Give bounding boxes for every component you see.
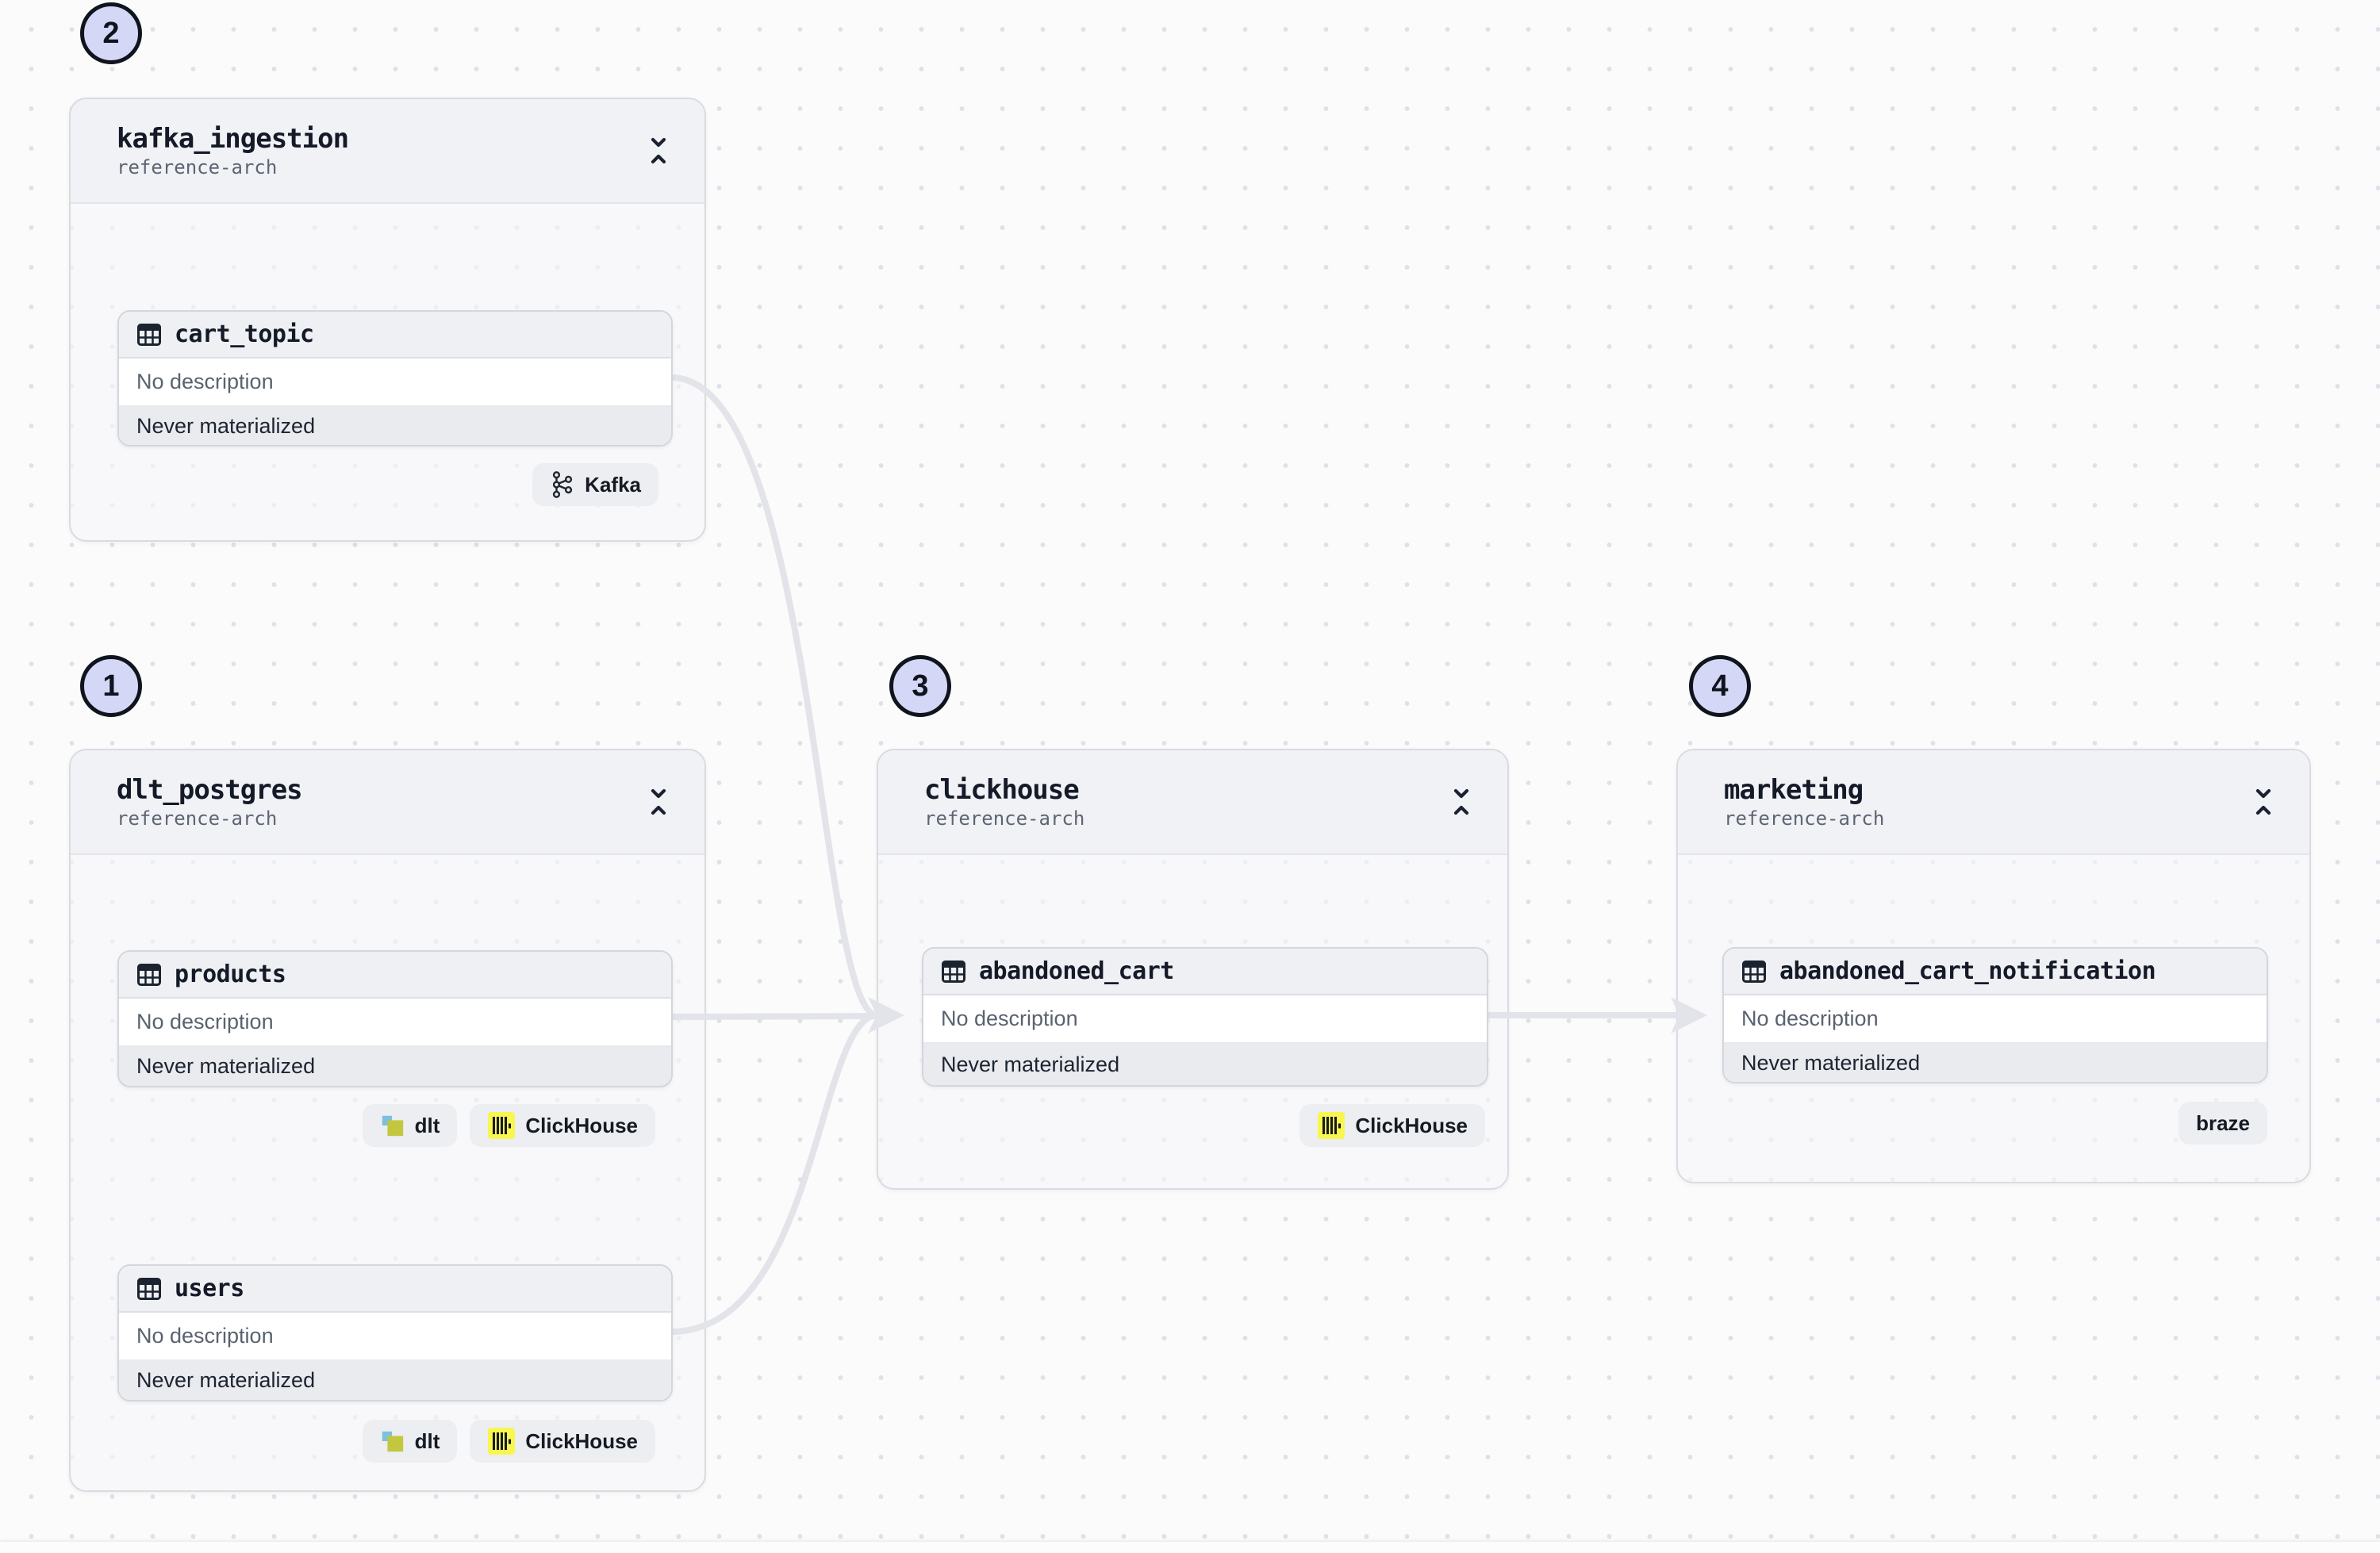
collapse-vertical-icon [2255,788,2271,815]
clickhouse-logo-icon [488,1112,516,1139]
asset-description: No description [119,999,671,1047]
asset-name: products [175,961,286,988]
group-title: kafka_ingestion [117,122,349,155]
kind-tag-label: braze [2196,1110,2250,1135]
group-header: dlt_postgres reference-arch [71,750,704,855]
kind-tag-label: ClickHouse [525,1428,638,1453]
group-dlt-postgres: dlt_postgres reference-arch products [69,749,706,1492]
asset-name: cart_topic [175,320,314,348]
dlt-logo-icon [382,1115,403,1137]
step-number: 4 [1711,669,1729,703]
step-badge-2: 2 [80,2,142,64]
group-subtitle: reference-arch [1724,807,1885,830]
kind-tag-dlt: dlt [362,1420,458,1463]
clickhouse-logo-icon [1318,1112,1345,1139]
asset-description: No description [1724,995,2267,1044]
kind-tag-label: ClickHouse [1355,1113,1468,1137]
collapse-group-button[interactable] [1447,783,1476,821]
group-header: kafka_ingestion reference-arch [71,99,704,204]
kind-tag-kafka: Kafka [532,463,658,506]
table-icon [942,960,965,983]
asset-description: No description [119,359,671,407]
collapse-group-button[interactable] [644,132,673,170]
asset-description: No description [119,1313,671,1361]
asset-card-abandoned-cart[interactable]: abandoned_cart No description Never mate… [922,947,1488,1087]
kind-tag-clickhouse: ClickHouse [470,1420,655,1463]
group-header: clickhouse reference-arch [878,750,1507,855]
collapse-vertical-icon [651,137,666,164]
kind-tag-dlt: dlt [362,1104,458,1147]
group-subtitle: reference-arch [117,155,278,178]
asset-name: abandoned_cart_notification [1779,957,2156,985]
table-icon [137,1277,161,1300]
group-title: marketing [1724,773,1864,806]
group-title: clickhouse [924,773,1080,806]
step-number: 2 [102,16,120,50]
group-subtitle: reference-arch [924,807,1085,830]
asset-card-users[interactable]: users No description Never materialized [117,1264,673,1402]
asset-status: Never materialized [923,1044,1487,1085]
group-subtitle: reference-arch [117,807,278,830]
collapse-vertical-icon [651,788,666,815]
asset-card-cart-topic[interactable]: cart_topic No description Never material… [117,310,673,447]
asset-status: Never materialized [119,1047,671,1086]
collapse-group-button[interactable] [644,783,673,821]
collapse-group-button[interactable] [2249,783,2278,821]
kind-tag-label: ClickHouse [525,1113,638,1137]
asset-status: Never materialized [119,407,671,445]
collapse-vertical-icon [1453,788,1469,815]
clickhouse-logo-icon [488,1428,516,1455]
asset-name: users [175,1275,244,1302]
kind-tag-label: Kafka [585,472,641,497]
asset-status: Never materialized [119,1361,671,1400]
group-marketing: marketing reference-arch abandoned_cart_… [1676,749,2311,1183]
asset-status: Never materialized [1724,1044,2267,1082]
step-number: 3 [912,669,929,703]
group-clickhouse: clickhouse reference-arch abandoned_cart [877,749,1509,1190]
kind-tag-braze: braze [2178,1102,2267,1145]
group-title: dlt_postgres [117,773,303,806]
group-header: marketing reference-arch [1678,750,2309,855]
table-icon [137,963,161,986]
table-icon [1742,960,1766,983]
kind-tag-label: dlt [414,1428,440,1453]
asset-card-abandoned-cart-notification[interactable]: abandoned_cart_notification No descripti… [1722,947,2268,1083]
step-badge-3: 3 [889,655,951,717]
asset-card-products[interactable]: products No description Never materializ… [117,950,673,1087]
kafka-logo-icon [553,471,573,498]
kind-tag-clickhouse: ClickHouse [1299,1104,1485,1147]
asset-name: abandoned_cart [979,957,1174,985]
bottom-panel-edge [0,1542,2380,1553]
step-badge-4: 4 [1689,655,1751,717]
asset-description: No description [923,995,1487,1044]
kind-tag-label: dlt [414,1113,440,1137]
group-kafka-ingestion: kafka_ingestion reference-arch cart_topi… [69,98,706,542]
kind-tag-clickhouse: ClickHouse [470,1104,655,1147]
step-number: 1 [102,669,120,703]
table-icon [137,323,161,346]
dlt-logo-icon [382,1431,403,1452]
step-badge-1: 1 [80,655,142,717]
